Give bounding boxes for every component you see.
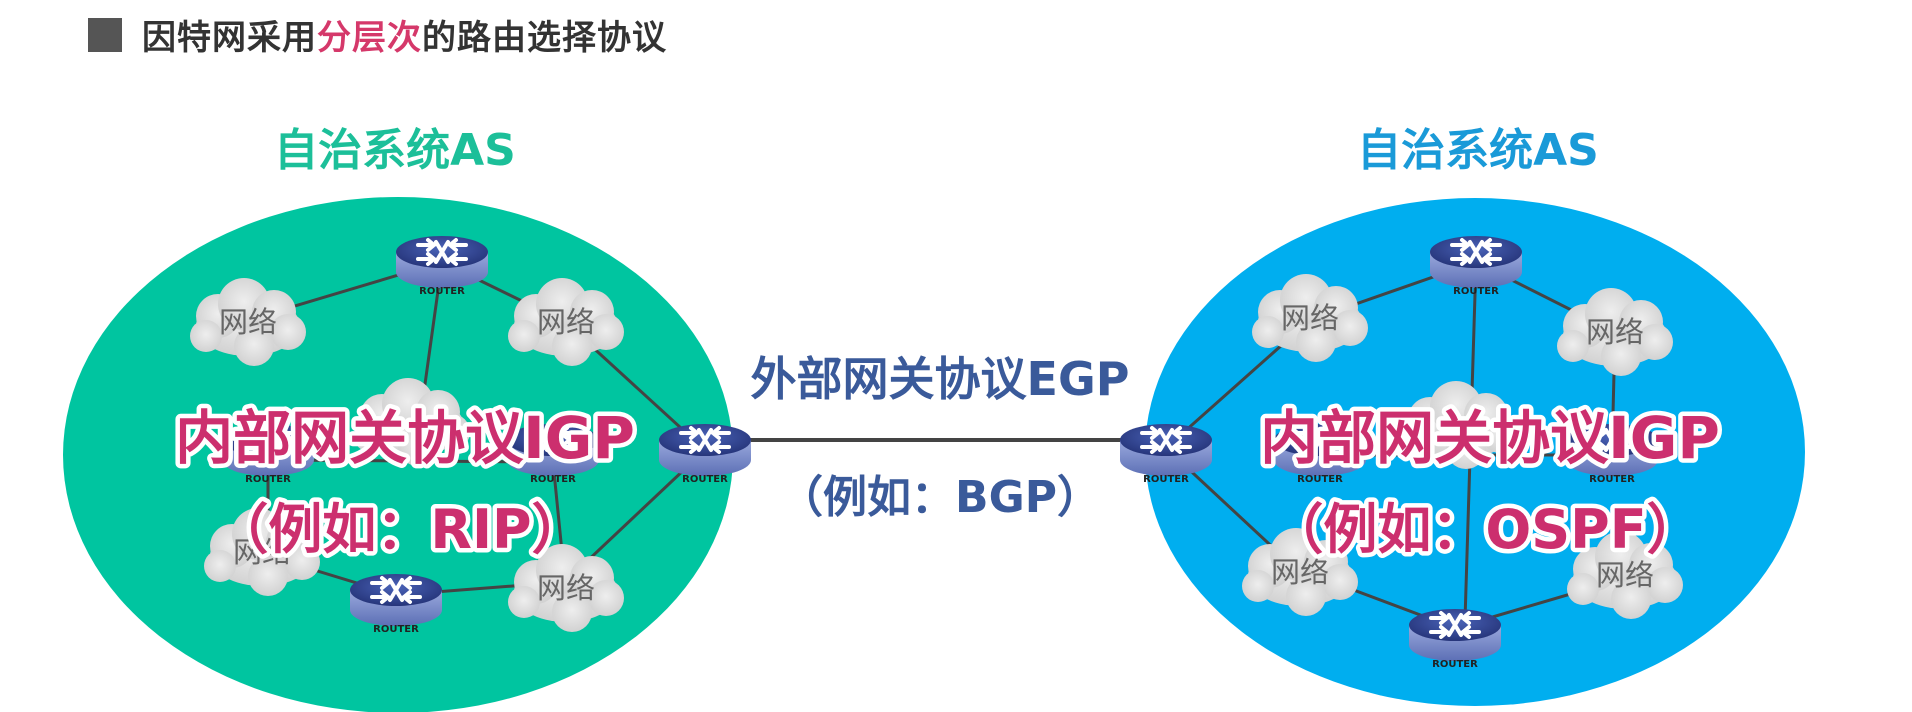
network-label: 网络 bbox=[1281, 301, 1339, 335]
border-router-left-icon: ROUTER bbox=[657, 422, 753, 485]
egp-label: 外部网关协议EGP bbox=[751, 352, 1130, 406]
slide-header: 因特网采用分层次的路由选择协议 bbox=[88, 10, 667, 59]
router-icon: ROUTER bbox=[1407, 607, 1503, 670]
network-label: 网络 bbox=[1586, 315, 1644, 349]
left-network-cloud-1: 网络 bbox=[190, 278, 306, 366]
left-network-cloud-5: 网络 bbox=[508, 544, 624, 632]
router-icon: ROUTER bbox=[394, 234, 490, 297]
network-label: 网络 bbox=[1271, 555, 1329, 589]
router-label: ROUTER bbox=[1453, 286, 1499, 297]
router-icon: ROUTER bbox=[1272, 422, 1368, 485]
router-label: ROUTER bbox=[1589, 474, 1635, 485]
left-network-cloud-4: 网络 bbox=[204, 508, 320, 596]
network-label: 网络 bbox=[1596, 558, 1654, 592]
right-network-cloud-5: 网络 bbox=[1567, 531, 1683, 619]
router-label: ROUTER bbox=[682, 474, 728, 485]
left-igp-example: （例如：RIP） bbox=[214, 498, 585, 561]
title-part1: 因特网采用 bbox=[142, 18, 317, 58]
router-label: ROUTER bbox=[530, 474, 576, 485]
border-router-right-icon: ROUTER bbox=[1118, 422, 1214, 485]
right-network-cloud-1: 网络 bbox=[1252, 274, 1368, 362]
router-icon: ROUTER bbox=[505, 422, 601, 485]
left-network-cloud-2: 网络 bbox=[508, 278, 624, 366]
right-network-cloud-2: 网络 bbox=[1557, 288, 1673, 376]
right-igp-example: （例如：OSPF） bbox=[1269, 498, 1700, 561]
network-label: 网络 bbox=[537, 305, 595, 339]
router-icon: ROUTER bbox=[348, 572, 444, 635]
router-label: ROUTER bbox=[1143, 474, 1189, 485]
router-label: ROUTER bbox=[1432, 659, 1478, 670]
bullet-square-icon bbox=[88, 17, 122, 52]
right-igp-label: 内部网关协议IGP bbox=[1260, 404, 1720, 472]
egp-example: （例如：BGP） bbox=[779, 472, 1101, 523]
router-icon: ROUTER bbox=[1428, 234, 1524, 297]
router-label: ROUTER bbox=[373, 624, 419, 635]
network-label: 网络 bbox=[537, 571, 595, 605]
title-highlight: 分层次 bbox=[317, 18, 422, 58]
left-igp-label: 内部网关协议IGP bbox=[175, 404, 635, 472]
router-label: ROUTER bbox=[1297, 474, 1343, 485]
router-label: ROUTER bbox=[245, 474, 291, 485]
router-icon: ROUTER bbox=[1564, 422, 1660, 485]
router-icon: ROUTER bbox=[220, 422, 316, 485]
left-as-title: 自治系统AS bbox=[274, 125, 516, 176]
title-part2: 的路由选择协议 bbox=[422, 18, 667, 58]
network-label: 网络 bbox=[233, 535, 291, 569]
network-label: 网络 bbox=[219, 305, 277, 339]
router-label: ROUTER bbox=[419, 286, 465, 297]
right-network-cloud-4: 网络 bbox=[1242, 528, 1358, 616]
page-title: 因特网采用分层次的路由选择协议 bbox=[142, 10, 667, 59]
right-as-title: 自治系统AS bbox=[1357, 125, 1599, 176]
